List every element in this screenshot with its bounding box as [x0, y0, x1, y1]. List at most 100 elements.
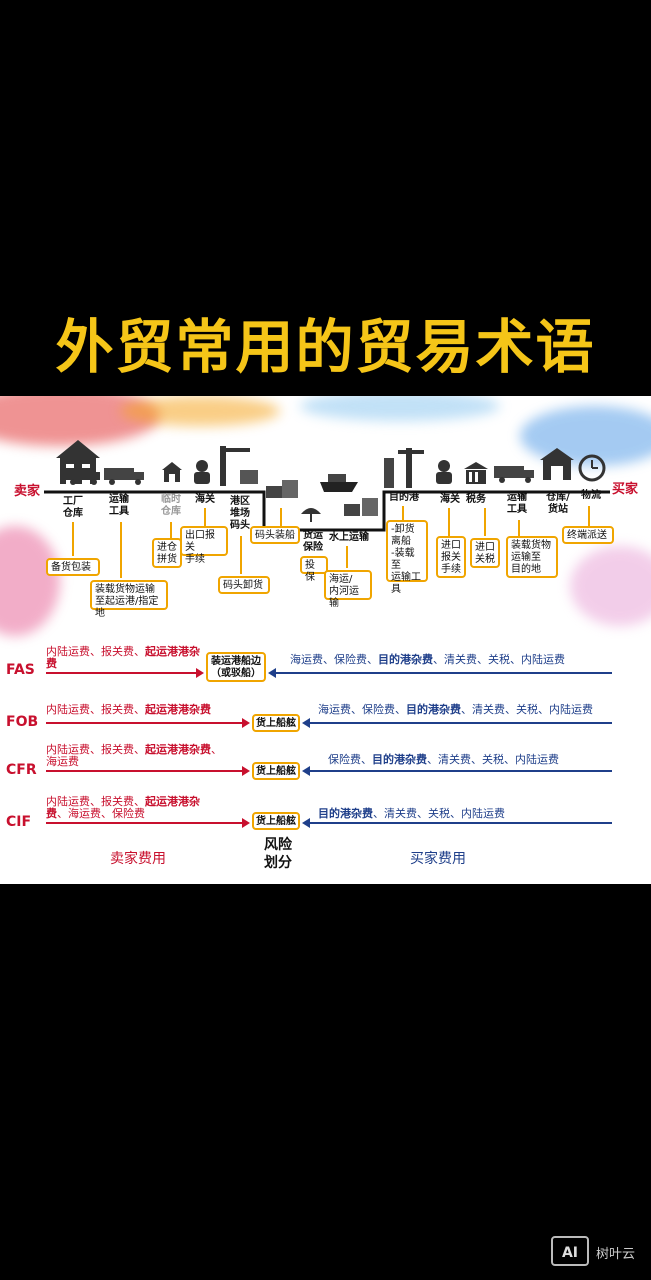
connector-line — [402, 506, 404, 520]
container-stack-icon — [266, 480, 298, 498]
connector-line — [72, 522, 74, 556]
connector-line — [588, 506, 590, 526]
step-box-transport-to-port: 装载货物运输至起运港/指定地 — [90, 580, 168, 619]
cif-risk-point: 货上船舷 — [252, 812, 300, 830]
buyer-cost-caption: 买家费用 — [410, 851, 466, 867]
stage-text: 海关 — [440, 494, 460, 505]
seller-cost-text: 、 海运费 — [46, 743, 222, 768]
temporary-warehouse-icon — [162, 462, 182, 482]
seller-label: 卖家 — [14, 484, 41, 499]
step-box-delivery-to-destination: 装载货物 运输至 目的地 — [506, 536, 558, 578]
step-text: 装载货物 运输至 目的地 — [511, 540, 551, 575]
container-pile-icon — [344, 498, 378, 516]
step-text: 进仓 拼货 — [157, 542, 177, 565]
risk-division-caption: 风险 划分 — [264, 837, 292, 871]
buyer-arrow-line — [276, 672, 612, 674]
stage-text: 仓库/ 货站 — [546, 492, 570, 515]
trade-terms-infographic: 卖家 买家 — [0, 396, 651, 884]
buyer-cost-bold: 目的港杂费 — [406, 703, 461, 716]
express-delivery-icon — [578, 454, 606, 482]
seller-cost-bold: 起运港港杂费 — [145, 703, 211, 716]
buyer-cost-bold: 目的港杂费 — [318, 807, 373, 820]
connector-line — [346, 546, 348, 568]
seller-cost-bold: 起运港港杂 费 — [46, 795, 200, 820]
stage-label-tax: 税务 — [464, 494, 488, 506]
stage-label-destination-port: 目的港 — [386, 492, 422, 504]
page-title: 外贸常用的贸易术语 — [55, 313, 596, 381]
stage-label-warehouse: 仓库/ 货站 — [542, 492, 574, 516]
step-text: 终端派送 — [567, 530, 607, 541]
stage-label-water-transport: 水上运输 — [326, 532, 372, 544]
stage-text: 税务 — [466, 494, 486, 505]
seller-cost-text: 内陆运费、报关费、 — [46, 703, 145, 716]
step-text: 海运/ 内河运输 — [329, 574, 359, 609]
buyer-arrow-head — [302, 766, 310, 776]
step-text: -卸货 离船 -装载至 运输工 具 — [391, 524, 421, 595]
term-cfr: CFR — [6, 762, 37, 778]
step-box-import-declaration: 进口 报关 手续 — [436, 536, 466, 578]
seller-cost-text: 内陆运费、报关费、 — [46, 743, 145, 756]
buyer-cost-text: 海运费、保险费、 — [290, 653, 378, 666]
stage-text: 临时 仓库 — [161, 494, 181, 517]
connector-line — [204, 508, 206, 526]
cargo-ship-icon — [320, 474, 358, 492]
watermark-text: 树叶云 — [596, 1247, 636, 1262]
stage-text: 工厂 仓库 — [63, 496, 83, 519]
seller-cost-bold: 起运港港杂费 — [46, 645, 200, 670]
step-box-packing: 备货包装 — [46, 558, 100, 576]
connector-line — [170, 522, 172, 538]
stage-text: 港区 堆场 码头 — [230, 496, 250, 531]
destination-crane-icon — [384, 448, 424, 488]
step-text: 进口 报关 手续 — [441, 540, 461, 575]
stage-label-temp-warehouse: 临时 仓库 — [158, 494, 184, 518]
stage-label-factory: 工厂 仓库 — [60, 496, 86, 520]
step-box-insurance: 投保 — [300, 556, 328, 583]
seller-arrow-head — [242, 818, 250, 828]
decor-splash — [120, 396, 280, 426]
stage-label-import-customs: 海关 — [438, 494, 462, 506]
fob-buyer-costs: 海运费、保险费、目的港杂费、清关费、关税、内陆运费 — [318, 704, 618, 716]
fob-risk-point: 货上船舷 — [252, 714, 300, 732]
stage-label-delivery-transport: 运输 工具 — [504, 492, 530, 516]
fob-seller-costs: 内陆运费、报关费、起运港港杂费 — [46, 704, 246, 716]
stage-text: 目的港 — [389, 492, 419, 503]
buyer-cost-text: 、清关费、关税、内陆运费 — [433, 653, 565, 666]
term-cif: CIF — [6, 814, 32, 830]
fas-buyer-costs: 海运费、保险费、目的港杂费、清关费、关税、内陆运费 — [290, 654, 620, 666]
step-box-ocean-shipping: 海运/ 内河运输 — [324, 570, 372, 609]
stage-text: 物流 — [581, 490, 601, 501]
stage-label-customs: 海关 — [192, 494, 218, 506]
seller-arrow-head — [242, 718, 250, 728]
seller-arrow-head — [196, 668, 204, 678]
buyer-arrow-head — [302, 818, 310, 828]
step-text: 投保 — [305, 560, 315, 583]
connector-line — [448, 508, 450, 536]
port-crane-icon — [220, 446, 258, 486]
seller-cost-text: 内陆运费、报关费、 — [46, 795, 145, 808]
buyer-arrow-line — [310, 822, 612, 824]
seller-cost-bold: 起运港港杂费 — [145, 743, 211, 756]
step-box-final-delivery: 终端派送 — [562, 526, 614, 544]
container-truck-icon — [104, 468, 144, 485]
buyer-cost-text: 、清关费、关税、内陆运费 — [427, 753, 559, 766]
seller-arrow-head — [242, 766, 250, 776]
customs-officer-icon — [194, 460, 210, 484]
step-text: 码头卸货 — [223, 580, 263, 591]
connector-line — [240, 536, 242, 574]
import-customs-officer-icon — [436, 460, 452, 484]
buyer-arrow-head — [302, 718, 310, 728]
buyer-cost-text: 保险费、 — [328, 753, 372, 766]
connector-line — [484, 508, 486, 536]
decor-splash — [300, 396, 500, 421]
stage-label-transport: 运输 工具 — [106, 494, 132, 518]
seller-arrow-line — [46, 672, 196, 674]
step-text: 出口报关 手续 — [185, 530, 215, 565]
step-text: 备货包装 — [51, 562, 91, 573]
step-box-unloading: -卸货 离船 -装载至 运输工 具 — [386, 520, 428, 595]
buyer-cost-text: 海运费、保险费、 — [318, 703, 406, 716]
insurance-umbrella-icon — [301, 508, 321, 522]
fas-seller-costs: 内陆运费、报关费、起运港港杂费 — [46, 646, 206, 670]
cfr-risk-point: 货上船舷 — [252, 762, 300, 780]
step-text: 进口 关税 — [475, 542, 495, 565]
stage-text: 运输 工具 — [507, 492, 527, 515]
